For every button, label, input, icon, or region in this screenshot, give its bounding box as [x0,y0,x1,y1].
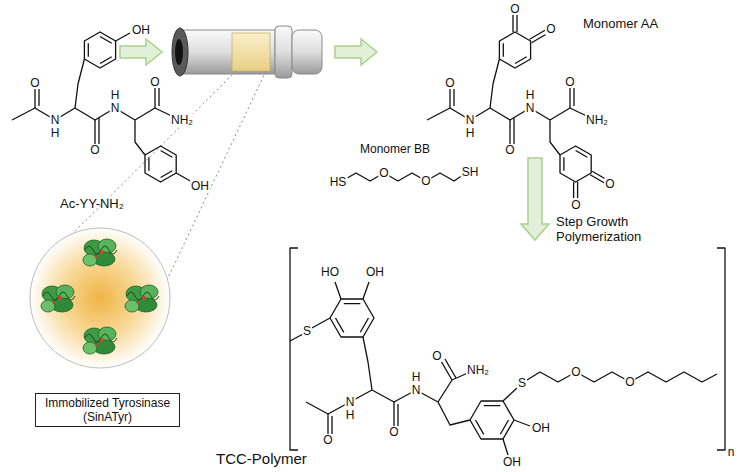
atom-label: H [465,127,476,139]
atom-label: N [110,102,121,114]
atom-label: O [29,77,40,89]
column-cap [275,26,292,78]
atom-label: O [431,350,442,362]
aromatic-bond [88,37,111,64]
repeat-bracket [290,248,298,450]
atom-label: O [624,376,635,388]
atom-label: OH [365,266,385,278]
atom-label: OH [531,422,551,434]
enzyme-protein [125,285,159,312]
enzyme-protein [83,327,117,354]
atom-label: O [89,144,100,156]
dipeptide-structure [12,32,192,182]
atom-label: OH [502,456,522,468]
reaction-arrow [120,39,162,65]
atom-label: HO [320,266,340,278]
molecule-name: Ac-YY-NH₂ [60,196,124,211]
atom-label: O [444,77,455,89]
atom-label: O [504,144,515,156]
atom-label: O [604,178,615,190]
atom-label: H [345,409,356,421]
atom-label: O [570,199,581,211]
atom-label: N [411,384,422,396]
catechol-ring [470,401,514,439]
molecule-group: Ac-YY-NH₂ [0,0,215,215]
atom-label: O [420,175,431,187]
atom-label: O [378,167,389,179]
atom-label: NH₂ [585,114,609,126]
enzyme-box: Immobilized Tyrosinase (SinATyr) [35,393,180,427]
double-bond [503,43,526,63]
molecule-name: TCC-Polymer [216,450,307,467]
aromatic-bond [476,406,509,435]
bond [12,59,180,155]
atom-label: N [345,396,356,408]
double-bond [328,359,456,434]
bond [503,388,530,455]
quinone-ring [499,32,530,68]
column-window [232,33,270,71]
atom-label: H [110,89,121,101]
aromatic-bond [149,151,172,178]
reaction-arrow [521,158,549,240]
double-bond [564,151,587,171]
phenol-ring [84,32,115,68]
molecule-group: Monomer BB [328,140,480,192]
aromatic-bond [336,304,369,333]
column-body [180,30,275,74]
bond [306,337,470,425]
atom-label: O [322,434,333,446]
quinone-structure [427,14,606,198]
atom-label: N [525,102,536,114]
atom-label: O [388,426,399,438]
carrier-bead [30,228,170,368]
double-bond [450,86,574,146]
carbonyl-bond [574,171,606,198]
enzyme-name: Immobilized Tyrosinase (SinATyr) [40,396,175,424]
atom-label: O [509,3,520,15]
column-inlet [172,28,188,76]
atom-label: H [411,371,422,383]
phenol-ring [145,146,176,182]
atom-label: S [302,325,312,337]
atom-label: HS [329,176,348,188]
peg-chain [527,372,717,382]
atom-label: NH₂ [466,364,490,376]
atom-label: NH₂ [170,114,194,126]
atom-label: SH [461,166,480,178]
repeat-bracket [717,248,725,450]
carbonyl-bond [513,14,547,43]
atom-label: N [465,114,476,126]
atom-label: OH [131,24,151,36]
molecule-name: Monomer BB [360,142,430,156]
atom-label: S [517,377,527,389]
molecule-name: Monomer AA [583,16,658,31]
bond [116,33,192,182]
quinone-ring [560,146,591,182]
reaction-arrow [335,39,377,65]
arrow-label: Step Growth Polymerization [556,214,656,244]
repeat-index: n [727,446,736,458]
atom-label: O [564,76,575,88]
dithiol-structure [342,173,466,181]
atom-label: O [545,23,556,35]
atom-label: O [570,366,581,378]
column-bore [175,39,183,65]
atom-label: OH [190,180,210,192]
polymer-group: TCC-Polymer [210,240,740,472]
column-cap [292,30,322,74]
atom-label: O [149,76,160,88]
bond [427,59,595,155]
zoom-line [166,71,266,282]
atom-label: N [50,114,61,126]
enzyme-protein [83,239,117,266]
catechol-ring [330,299,374,337]
atom-label: H [50,127,61,139]
polymer-structure [290,248,725,455]
atom-label: H [525,89,536,101]
double-bond [35,86,159,146]
bond [290,282,369,341]
enzyme-protein [41,285,75,312]
